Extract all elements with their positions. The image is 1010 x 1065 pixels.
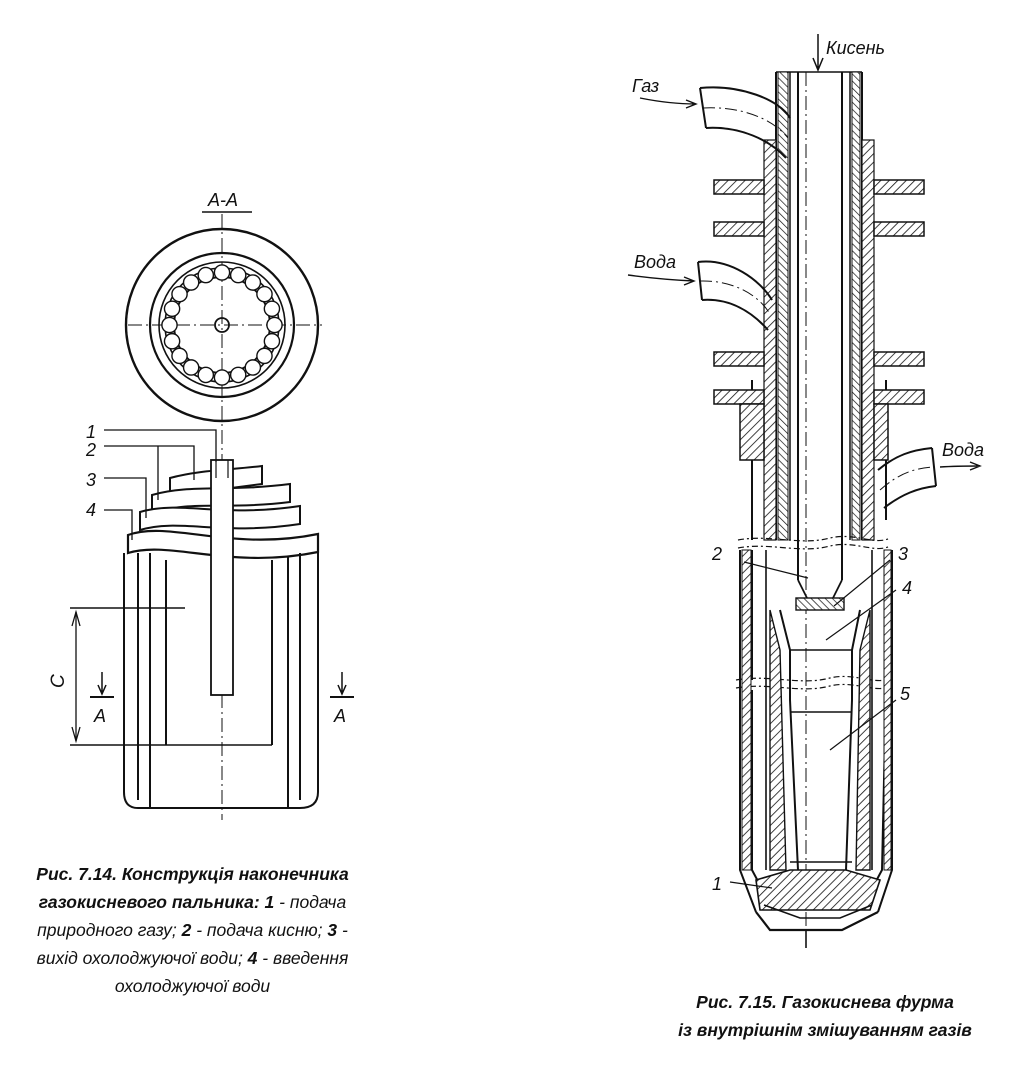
caption-figure-7-14-text: Рис. 7.14. Конструкція наконечника газок… xyxy=(36,864,348,996)
caption-item-text: - вихід охолоджуючої води; xyxy=(36,920,348,968)
caption-figure-7-14-title: Рис. 7.14. Конструкція наконечника газок… xyxy=(36,864,349,912)
caption-item-text: - подача природного газу; xyxy=(37,892,347,940)
gas-tube-circle xyxy=(213,264,231,281)
gas-tube-circle xyxy=(263,332,281,350)
callout-5: 5 xyxy=(900,684,911,704)
lance-upper-tubes xyxy=(751,71,887,580)
caption-figure-7-15-line-2: із внутрішнім змішуванням газів xyxy=(678,1020,972,1040)
callout-1: 1 xyxy=(712,874,722,894)
cut-mark-right: A xyxy=(333,706,346,726)
gas-inlet-pipe xyxy=(639,86,791,159)
caption-item-number: 4 xyxy=(247,948,258,968)
water-out-label: Вода xyxy=(942,440,984,460)
caption-item-number: 1 xyxy=(264,892,275,912)
gas-tube-circle xyxy=(256,285,273,303)
gas-tube-circle xyxy=(256,347,273,365)
water-inlet-pipe xyxy=(627,260,773,331)
break-lines xyxy=(735,535,893,690)
gas-tube-circle xyxy=(182,274,200,291)
lance-flanges xyxy=(713,179,925,461)
cross-section-a-a xyxy=(124,227,322,423)
caption-figure-7-15: Рис. 7.15. Газокиснева фурма із внутрішн… xyxy=(640,988,1010,1044)
caption-item-number: 2 xyxy=(181,920,192,940)
caption-figure-7-14: Рис. 7.14. Конструкція наконечника газок… xyxy=(20,860,365,1000)
caption-item-text: - введення охолоджуючої води xyxy=(114,948,349,996)
callout-3: 3 xyxy=(86,470,96,490)
burner-tip-body xyxy=(70,429,354,809)
gas-tube-circle xyxy=(161,316,178,334)
figure-7-14: A-A xyxy=(48,190,354,820)
gas-tube-circle xyxy=(197,366,215,384)
gas-tube-circle xyxy=(229,366,247,384)
water-outlet-pipe xyxy=(877,447,982,509)
figure-7-14-callouts: 1 2 3 4 C A A xyxy=(48,422,346,726)
caption-item-text: - подача кисню; xyxy=(191,920,328,940)
gas-tube-circle xyxy=(266,316,283,334)
callout-4: 4 xyxy=(86,500,96,520)
lance-lower-body xyxy=(739,549,893,948)
section-label: A-A xyxy=(207,190,238,210)
gas-tube-circle xyxy=(163,300,181,318)
callout-2: 2 xyxy=(711,544,722,564)
gas-tube-circle xyxy=(171,347,188,365)
gas-tube-circle xyxy=(244,359,262,376)
figure-7-15-labels: Кисень Газ Вода Вода 2 3 4 5 1 xyxy=(632,38,984,894)
gas-tube-circle xyxy=(182,359,200,376)
gas-tube-circle xyxy=(213,369,231,386)
water-in-label: Вода xyxy=(634,252,676,272)
gas-tube-circle xyxy=(229,266,247,284)
gas-tube-circle xyxy=(263,300,281,318)
callout-2: 2 xyxy=(85,440,96,460)
callout-3: 3 xyxy=(898,544,908,564)
dimension-c: C xyxy=(48,674,69,688)
callout-4: 4 xyxy=(902,578,912,598)
gas-tube-circle xyxy=(171,285,188,303)
callout-1: 1 xyxy=(86,422,96,442)
figure-7-15-leaders xyxy=(729,559,897,889)
caption-figure-7-15-line-1: Рис. 7.15. Газокиснева фурма xyxy=(696,992,954,1012)
gas-tube-circle xyxy=(197,266,215,284)
caption-item-number: 3 xyxy=(327,920,338,940)
gas-tube-circle xyxy=(244,274,262,291)
figure-7-15: Кисень Газ Вода Вода 2 3 4 5 1 xyxy=(627,34,984,948)
gas-label: Газ xyxy=(632,76,659,96)
cut-mark-left: A xyxy=(93,706,106,726)
oxygen-label: Кисень xyxy=(826,38,885,58)
gas-tube-circle xyxy=(163,332,181,350)
